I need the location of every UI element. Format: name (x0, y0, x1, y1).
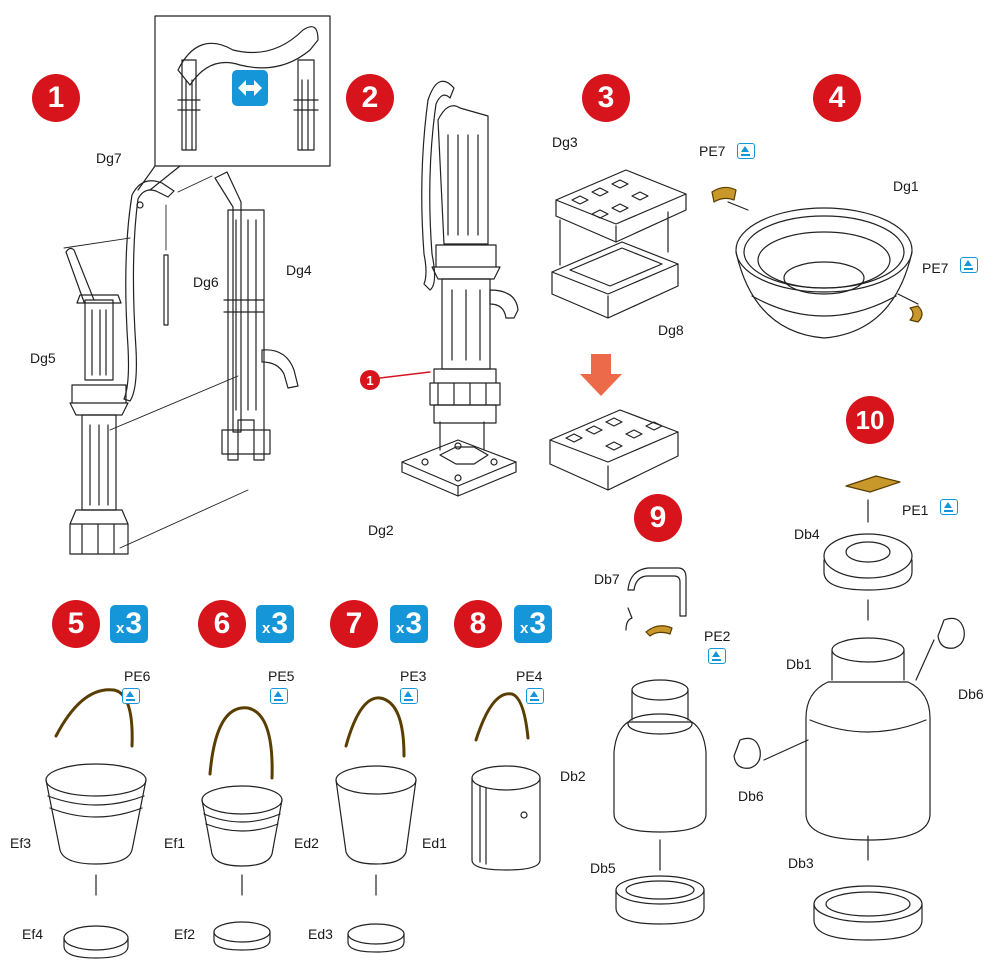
label-pe6: PE6 (124, 668, 151, 684)
step-10-badge: 10 (846, 396, 894, 444)
label-db2: Db2 (560, 768, 586, 784)
pump-body-dg5 (65, 247, 129, 555)
callout-1-badge: 1 (360, 370, 380, 390)
next-stage-arrow-icon (580, 354, 622, 396)
label-dg3: Dg3 (552, 134, 578, 150)
label-pe7-top: PE7 (699, 143, 726, 159)
label-db1: Db1 (786, 656, 812, 672)
multiplier-x: x (395, 620, 405, 637)
photo-etch-part-icon (270, 688, 288, 704)
label-dg2: Dg2 (368, 522, 394, 538)
photo-etch-part-icon (940, 499, 958, 515)
multiplier-x: x (261, 620, 271, 637)
label-db4: Db4 (794, 526, 820, 542)
step-6-badge: 6 (198, 600, 246, 648)
label-dg5: Dg5 (30, 350, 56, 366)
step-7-badge: 7 (330, 600, 378, 648)
bucket-ed2 (335, 696, 417, 953)
tray-insert-dg3 (555, 169, 687, 243)
photo-etch-part-icon (960, 257, 978, 273)
swap-arrows-icon (238, 80, 262, 96)
photo-etch-part-icon (737, 143, 755, 159)
label-ef3: Ef3 (10, 835, 32, 851)
label-db6-right: Db6 (958, 686, 984, 702)
photo-etch-part-icon (122, 688, 140, 704)
label-ef2: Ef2 (174, 926, 196, 942)
label-pe1: PE1 (902, 502, 929, 518)
photo-etch-part-icon (708, 648, 726, 664)
label-pe7-bottom: PE7 (922, 260, 949, 276)
label-pe3: PE3 (400, 668, 427, 684)
label-pe4: PE4 (516, 668, 543, 684)
base-plate-dg2 (401, 421, 517, 497)
tray-assembled (549, 409, 679, 491)
step-3-badge: 3 (582, 74, 630, 122)
label-db6-left: Db6 (738, 788, 764, 804)
guide-lines-step1 (63, 175, 249, 549)
label-ed1: Ed1 (422, 835, 447, 851)
pump-half-dg4 (214, 171, 299, 461)
assembled-pump (421, 80, 519, 424)
multiplier-count: 3 (529, 607, 547, 640)
multiplier-count: 3 (125, 607, 143, 640)
step-5-badge: 5 (52, 600, 100, 648)
handle-dg7 (123, 180, 175, 402)
multiplier-x: x (519, 620, 529, 637)
rod-dg6 (163, 254, 169, 326)
label-dg6: Dg6 (193, 274, 219, 290)
label-ef1: Ef1 (164, 835, 186, 851)
label-pe2: PE2 (704, 628, 731, 644)
label-ef4: Ef4 (22, 926, 44, 942)
step-9-badge: 9 (634, 494, 682, 542)
multiplier-x: x (115, 620, 125, 637)
label-db7: Db7 (594, 571, 620, 587)
bucket-ed1 (471, 692, 541, 871)
label-pe5: PE5 (268, 668, 295, 684)
label-ed2: Ed2 (294, 835, 319, 851)
photo-etch-part-icon (526, 688, 544, 704)
milk-can-small (613, 567, 707, 925)
swap-direction-icon (232, 70, 268, 106)
label-dg7: Dg7 (96, 150, 122, 166)
step-4-badge: 4 (813, 74, 861, 122)
multiplier-count: 3 (405, 607, 423, 640)
label-db3: Db3 (788, 855, 814, 871)
label-db5: Db5 (590, 860, 616, 876)
bucket-ef1 (201, 706, 283, 951)
label-dg4: Dg4 (286, 262, 312, 278)
callout-leader (379, 371, 431, 379)
photo-etch-part-icon (400, 688, 418, 704)
tray-base-dg8 (551, 211, 679, 319)
milk-can-large (733, 475, 965, 941)
multiplier-count: 3 (271, 607, 289, 640)
bucket-ef3 (45, 688, 147, 959)
label-dg8: Dg8 (658, 322, 684, 338)
step-2-badge: 2 (346, 74, 394, 122)
step-8-badge: 8 (454, 600, 502, 648)
basin-dg1 (711, 186, 923, 339)
label-ed3: Ed3 (308, 926, 333, 942)
step-1-badge: 1 (32, 74, 80, 122)
label-dg1: Dg1 (893, 178, 919, 194)
